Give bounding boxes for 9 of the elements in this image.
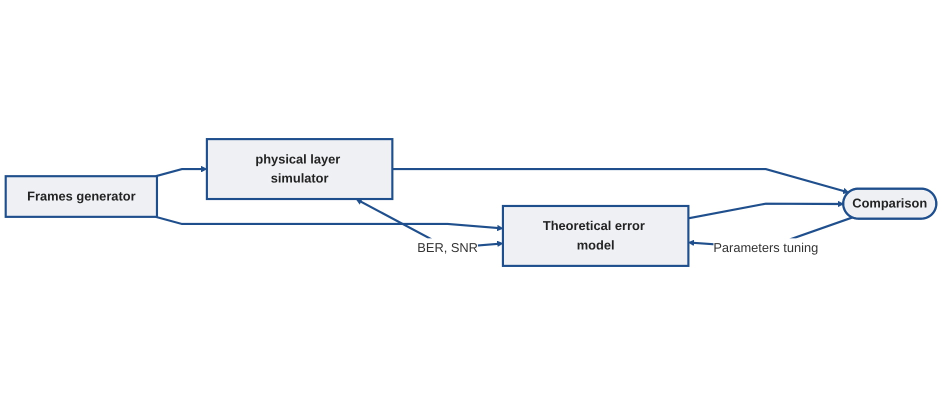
- node-box: Frames generator: [4, 175, 158, 218]
- node-box: Theoretical error model: [502, 204, 690, 267]
- arrow: [688, 200, 844, 220]
- arrow: [392, 168, 850, 194]
- arrow: [156, 166, 208, 178]
- edge-label: Parameters tuning: [713, 240, 818, 255]
- edge-label: BER, SNR: [417, 240, 478, 255]
- arrow: [156, 216, 504, 232]
- node-box: physical layer simulator: [206, 138, 394, 200]
